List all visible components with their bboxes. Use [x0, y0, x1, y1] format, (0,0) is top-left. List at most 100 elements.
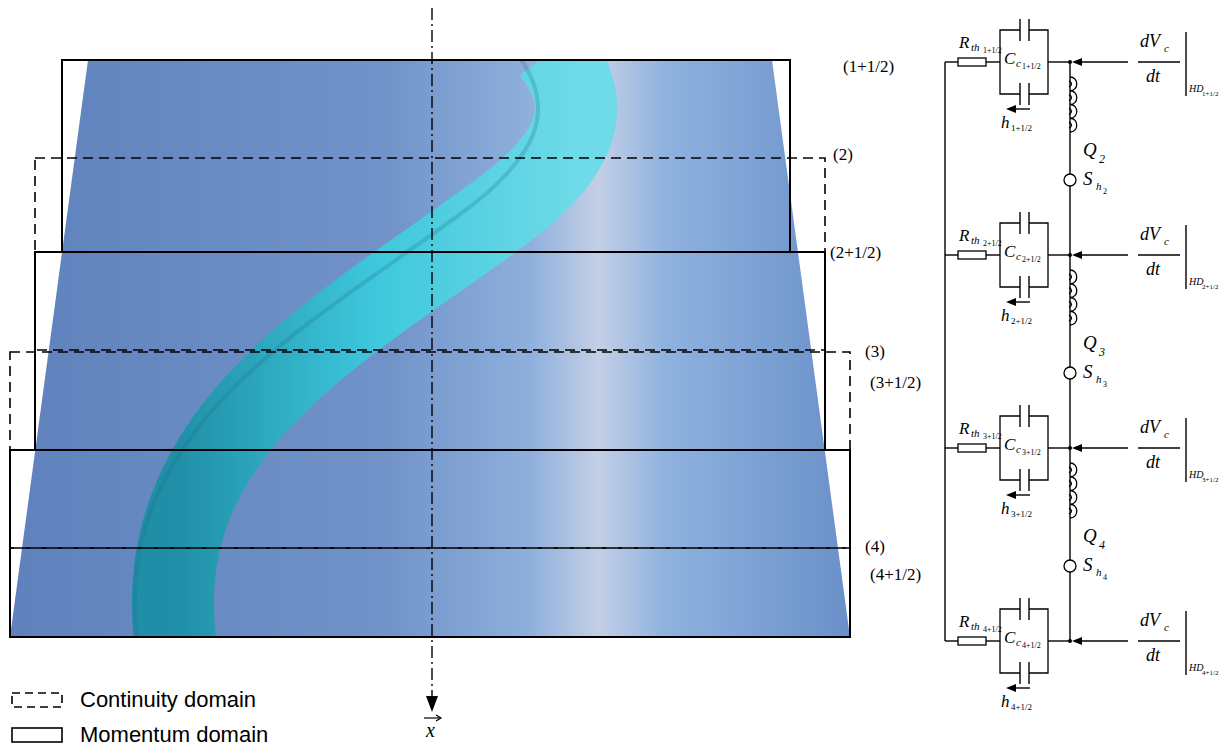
- heat-arrow: [1014, 301, 1030, 302]
- vapour-tube: [173, 50, 576, 640]
- junction-dot: [1068, 253, 1072, 257]
- circuit-label: C: [1004, 629, 1015, 646]
- circuit-label: Q: [1083, 333, 1097, 352]
- capacitor-loop: [1000, 223, 1048, 287]
- heat-arrow: [1014, 494, 1030, 495]
- circuit-label: c: [1016, 251, 1021, 262]
- capacitor-plate: [1028, 19, 1029, 41]
- capacitor-plate: [1028, 662, 1029, 684]
- circuit-label: 3+1/2: [1022, 449, 1041, 457]
- source-symbol: [1064, 174, 1076, 186]
- circuit-label: h: [1096, 567, 1102, 578]
- circuit-label: 1+1/2: [1011, 124, 1032, 133]
- wire: [986, 447, 1000, 448]
- circuit-label: dt: [1146, 260, 1160, 278]
- legend-text: Momentum domain: [80, 724, 268, 746]
- capacitor-plate: [1019, 598, 1020, 620]
- source-arrow: [1080, 447, 1128, 448]
- circuit-label: C: [1004, 436, 1015, 453]
- capacitor-plate: [1028, 598, 1029, 620]
- domain-label: (3): [865, 343, 885, 360]
- wire: [1048, 640, 1070, 641]
- circuit-label: R: [959, 34, 969, 51]
- fraction-bar: [1138, 254, 1180, 255]
- wire: [945, 61, 958, 62]
- circuit-label: dV: [1140, 611, 1160, 629]
- inductor-symbol: [1069, 270, 1077, 325]
- wire: [1048, 447, 1070, 448]
- circuit-label: S: [1083, 555, 1093, 574]
- fraction-bar: [1138, 640, 1180, 641]
- fraction-bar: [1138, 447, 1180, 448]
- nozzle-body: [10, 60, 850, 637]
- left-wire: [944, 62, 945, 641]
- capacitor-loop: [1000, 30, 1048, 94]
- circuit-label: 1+1/2: [983, 47, 1002, 55]
- circuit-label: 4: [1099, 539, 1105, 551]
- circuit-label: S: [1083, 362, 1093, 381]
- circuit-label: h: [1096, 374, 1102, 385]
- circuit-label: 4: [1103, 574, 1107, 582]
- circuit-label: C: [1004, 243, 1015, 260]
- resistor-symbol: [958, 251, 986, 259]
- inductor-symbol: [1069, 463, 1077, 518]
- circuit-label: HD: [1189, 470, 1203, 480]
- capacitor-loop: [1000, 609, 1048, 673]
- circuit-label: c: [1164, 43, 1169, 54]
- source-arrow: [1080, 61, 1128, 62]
- capacitor-plate: [1019, 662, 1020, 684]
- circuit-label: 2: [1099, 153, 1105, 165]
- source-arrow-head: [1072, 58, 1082, 66]
- circuit-label: h: [1001, 114, 1010, 131]
- axis-label: x: [426, 720, 435, 740]
- fraction-bar: [1138, 61, 1180, 62]
- circuit-label: dV: [1140, 225, 1160, 243]
- circuit-label: 3: [1099, 346, 1105, 358]
- circuit-label: c: [1164, 429, 1169, 440]
- circuit-label: Q: [1083, 526, 1097, 545]
- junction-dot: [1068, 446, 1072, 450]
- x-axis: [431, 8, 432, 700]
- wire: [1048, 254, 1070, 255]
- heat-arrow-head: [1006, 298, 1016, 306]
- circuit-label: 3: [1103, 381, 1107, 389]
- circuit-label: h: [1001, 500, 1010, 517]
- wire: [1048, 61, 1070, 62]
- circuit-label: R: [959, 420, 969, 437]
- capacitor-plate: [1028, 83, 1029, 105]
- source-arrow-head: [1072, 251, 1082, 259]
- continuity-domains: [10, 158, 850, 548]
- junction-dot: [1068, 60, 1072, 64]
- circuit-label: 4+1/2: [1022, 642, 1041, 650]
- resistor-symbol: [958, 444, 986, 452]
- heat-arrow: [1014, 108, 1030, 109]
- circuit-label: c: [1016, 444, 1021, 455]
- evaluation-bar: [1185, 611, 1186, 675]
- circuit-label: dt: [1146, 67, 1160, 85]
- circuit-label: R: [959, 613, 969, 630]
- circuit-label: 1+1/2: [1022, 63, 1041, 71]
- circuit-label: C: [1004, 50, 1015, 67]
- domain-label: (2): [833, 146, 853, 163]
- capacitor-plate: [1028, 405, 1029, 427]
- capacitor-plate: [1028, 212, 1029, 234]
- circuit-label: 3+1/2: [983, 433, 1002, 441]
- circuit-label: th: [971, 235, 980, 246]
- circuit-label: 3+1/2: [1202, 477, 1218, 484]
- capacitor-plate: [1019, 83, 1020, 105]
- circuit-label: HD: [1189, 84, 1203, 94]
- evaluation-bar: [1185, 418, 1186, 482]
- wire: [986, 640, 1000, 641]
- wire: [945, 447, 958, 448]
- circuit-label: th: [971, 621, 980, 632]
- source-arrow: [1080, 254, 1128, 255]
- circuit-label: c: [1016, 637, 1021, 648]
- circuit-label: c: [1164, 236, 1169, 247]
- capacitor-plate: [1019, 276, 1020, 298]
- resistor-symbol: [958, 58, 986, 66]
- wire: [986, 61, 1000, 62]
- axis-head: [426, 696, 438, 712]
- source-symbol: [1064, 367, 1076, 379]
